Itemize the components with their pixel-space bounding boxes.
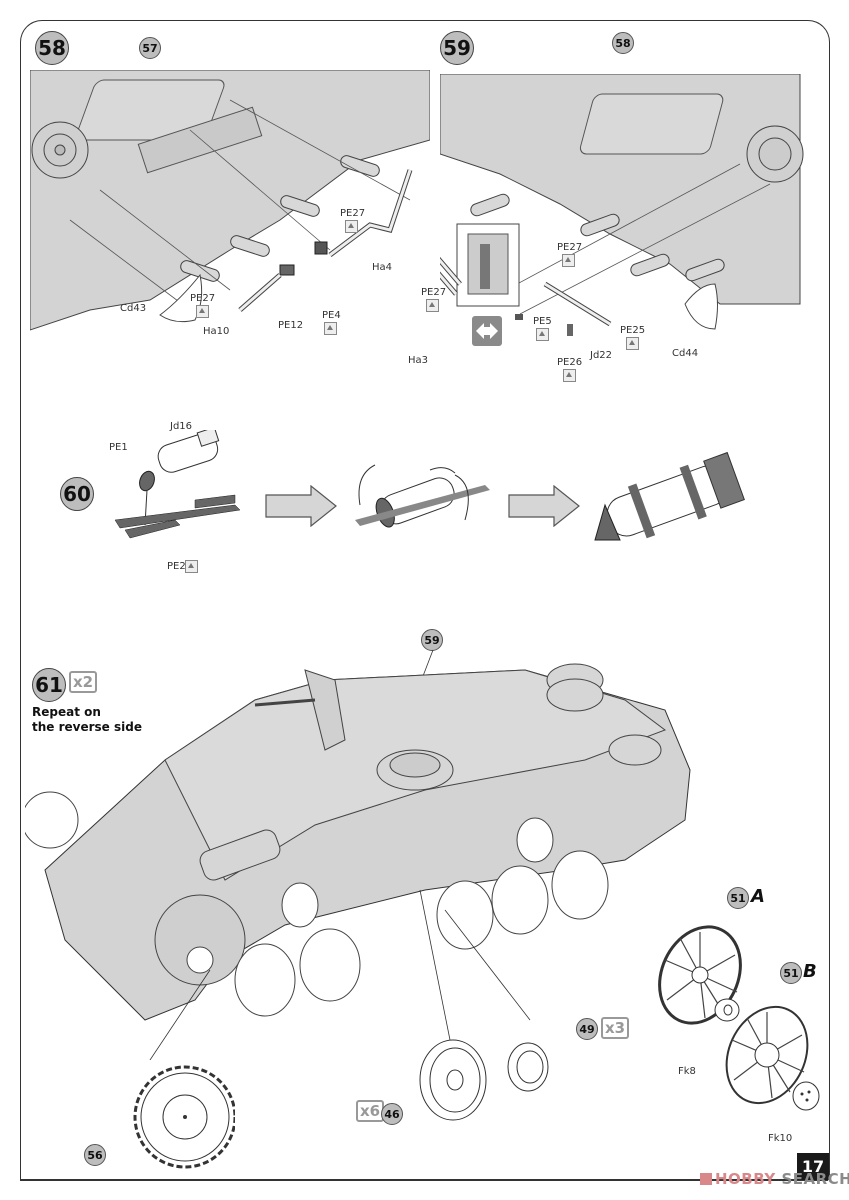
photo-etch-icon <box>426 299 439 312</box>
step-59-illustration <box>440 74 804 336</box>
photo-etch-icon <box>324 322 337 335</box>
label-pe26: PE26 <box>557 357 583 368</box>
page-number: 17 <box>797 1153 829 1180</box>
watermark: HOBBY SEARCH <box>700 1170 849 1188</box>
multiplier-badge: x2 <box>69 671 98 693</box>
page-frame <box>20 20 830 1181</box>
return-roller-49 <box>507 1042 549 1092</box>
label-pe27-c: PE27 <box>557 242 583 253</box>
page-bottom-rule <box>20 1179 828 1181</box>
drive-sprocket-56 <box>133 1065 235 1169</box>
photo-etch-icon <box>196 305 209 318</box>
gun-shield <box>304 669 346 751</box>
label-fk8: Fk8 <box>678 1066 696 1077</box>
label-pe25: PE25 <box>620 325 646 336</box>
part-pe2 <box>114 494 241 539</box>
hobby-search-logo-icon <box>700 1173 712 1185</box>
road-wheel-46 <box>419 1039 487 1121</box>
label-cd44: Cd44 <box>672 348 699 359</box>
variant-b: B <box>803 961 817 982</box>
callout-59: 59 <box>421 629 443 651</box>
step-60-number: 60 <box>60 477 94 511</box>
road-wheels-mounted <box>234 850 609 1017</box>
arrow-right-icon <box>265 485 337 527</box>
rear-sprocket <box>25 791 79 849</box>
label-pe27-b: PE27 <box>190 293 216 304</box>
spare-road-wheel-bottom <box>608 734 662 766</box>
repeat-note-line1: Repeat on <box>32 705 101 719</box>
photo-etch-icon <box>562 254 575 267</box>
part-pe5 <box>515 314 523 320</box>
callout-56: 56 <box>84 1144 106 1166</box>
callout-58: 58 <box>612 32 634 54</box>
label-pe12: PE12 <box>278 320 304 331</box>
variant-a: A <box>751 886 765 907</box>
part-fk8 <box>714 998 740 1022</box>
part-pe12 <box>279 264 295 276</box>
label-pe5: PE5 <box>533 316 552 327</box>
label-cd43: Cd43 <box>120 303 147 314</box>
label-pe4: PE4 <box>322 310 341 321</box>
step-60-final-assembly <box>594 451 745 541</box>
multiplier-x3: x3 <box>601 1017 630 1039</box>
callout-46: 46 <box>381 1103 403 1125</box>
arrow-right-icon <box>508 485 580 527</box>
label-ha3: Ha3 <box>408 355 429 366</box>
step-61-number: 61 <box>32 668 66 702</box>
step-58-illustration <box>30 70 430 331</box>
part-pe1 <box>139 470 155 492</box>
callout-51: 51 <box>727 887 749 909</box>
photo-etch-icon <box>185 560 198 573</box>
label-pe2: PE2 <box>167 561 186 572</box>
part-fk10 <box>792 1081 820 1111</box>
photo-etch-icon <box>536 328 549 341</box>
step-60-part-exploded <box>114 430 241 539</box>
watermark-brand: HOBBY <box>715 1170 776 1188</box>
photo-etch-icon <box>626 337 639 350</box>
repeat-note: Repeat on the reverse side <box>32 705 142 735</box>
photo-etch-icon <box>563 369 576 382</box>
part-cd43 <box>159 273 203 323</box>
idler-wheel-51b <box>725 1005 809 1105</box>
idler-wheel-51a <box>658 925 742 1025</box>
step-61-hull-illustration <box>25 649 691 1060</box>
label-pe27-a: PE27 <box>340 208 366 219</box>
label-ha10: Ha10 <box>203 326 230 337</box>
part-pe26 <box>567 324 573 336</box>
part-cd44 <box>684 283 718 330</box>
step-59-number: 59 <box>440 31 474 65</box>
multiplier-x6: x6 <box>356 1100 385 1122</box>
bend-both-directions-icon <box>472 316 502 346</box>
callout-51: 51 <box>780 962 802 984</box>
label-pe27-d: PE27 <box>421 287 447 298</box>
step-60-bending-stage <box>355 464 490 528</box>
callout-57: 57 <box>139 37 161 59</box>
watermark-suffix: SEARCH <box>775 1170 849 1188</box>
label-ha4: Ha4 <box>372 262 393 273</box>
label-pe1: PE1 <box>109 442 128 453</box>
photo-etch-icon <box>345 220 358 233</box>
step-58-number: 58 <box>35 31 69 65</box>
label-jd16: Jd16 <box>170 421 193 432</box>
label-jd22: Jd22 <box>590 350 613 361</box>
part-pe4 <box>314 241 328 255</box>
label-fk10: Fk10 <box>768 1133 793 1144</box>
repeat-note-line2: the reverse side <box>32 720 142 734</box>
callout-49: 49 <box>576 1018 598 1040</box>
